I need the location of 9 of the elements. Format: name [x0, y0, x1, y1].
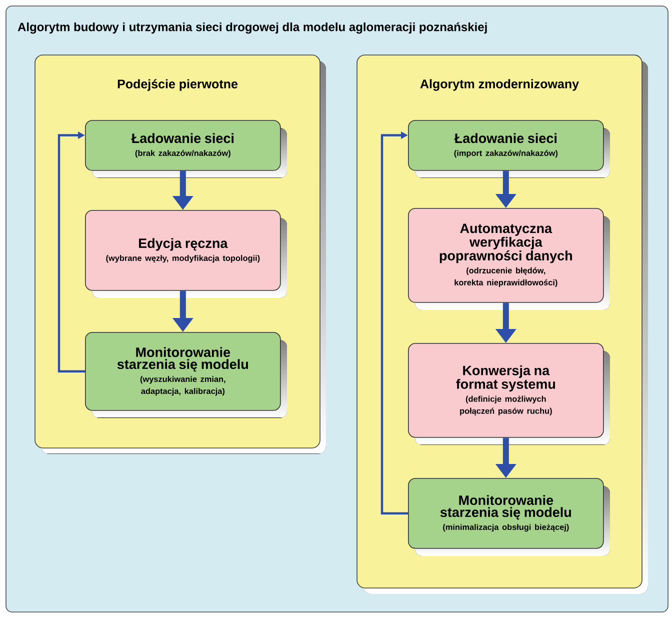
- process-box: Automatyczna weryfikacja poprawności danych (odrzucenie błędów, korekta nieprawidłowości): [408, 208, 610, 310]
- process-box: Monitorowanie starzenia się modelu (wyszukiwanie zmian, adaptacja, kalibracja): [85, 332, 287, 418]
- process-box: Monitorowanie starzenia się modelu (minimalizacja obsługi bieżącej): [408, 478, 610, 556]
- arrow: [380, 131, 408, 514]
- process-box: Konwersja na format systemu (definicje możliwych połączeń pasów ruchu): [408, 343, 610, 445]
- process-box: Ładowanie sieci (brak zakazów/nakazów): [85, 120, 287, 178]
- process-box: Edycja ręczna (wybrane węzły, modyfikacja topologii): [85, 210, 287, 298]
- arrow: [58, 131, 85, 372]
- process-box: Ładowanie sieci (import zakazów/nakazów): [408, 120, 610, 178]
